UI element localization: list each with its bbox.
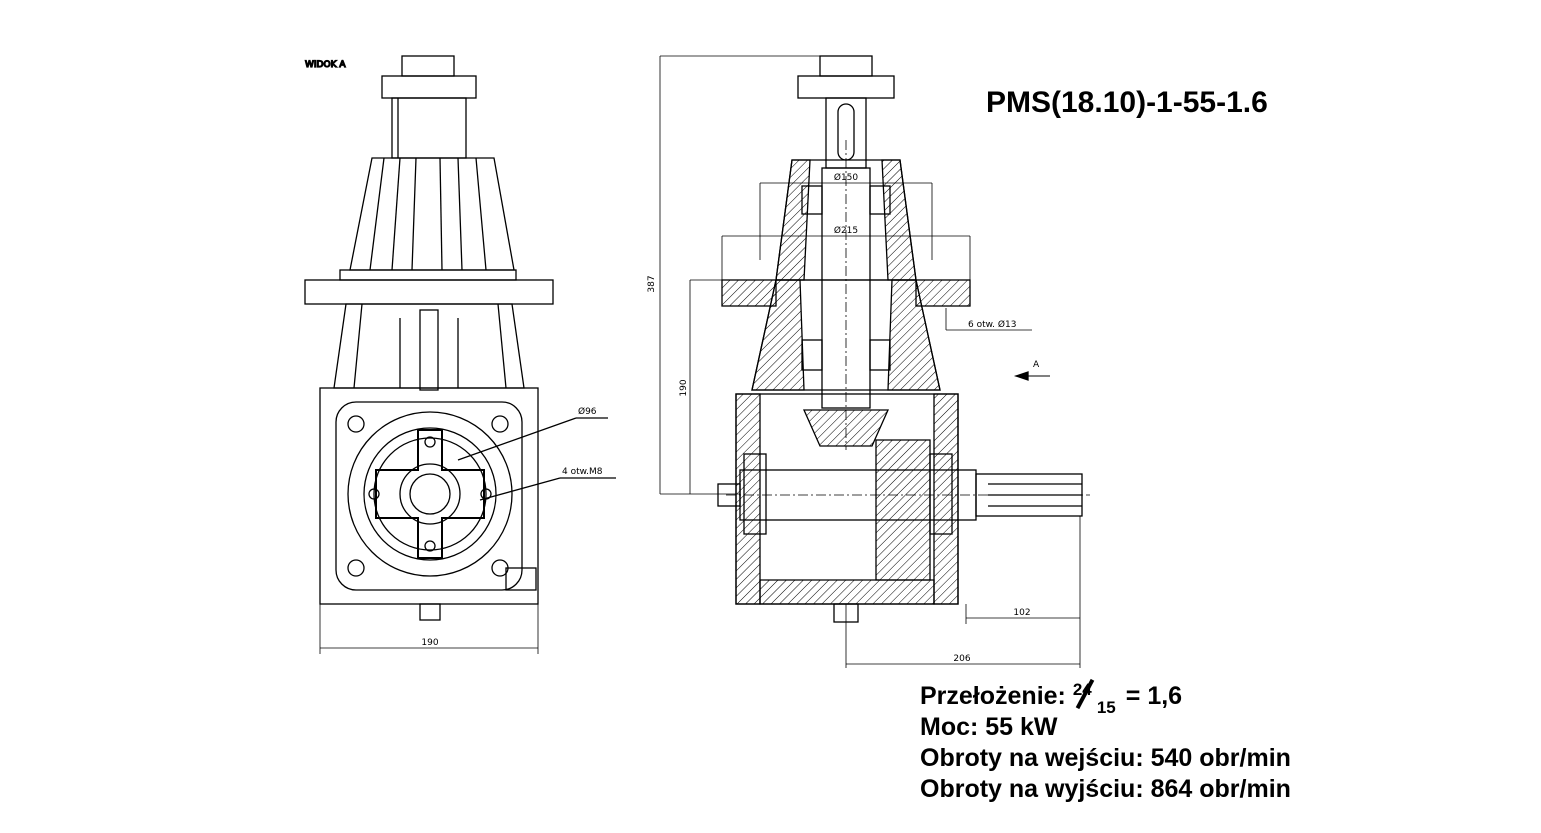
bore-dia-large-label: Ø215: [834, 225, 858, 236]
left-view: WIDOK A: [304, 55, 616, 654]
bore-dia-small-label: Ø150: [834, 172, 859, 183]
ratio-denominator: 15: [1096, 698, 1116, 717]
power-line: Moc: 55 kW: [920, 713, 1058, 741]
ratio-fraction: 24 15: [1073, 678, 1119, 717]
ratio-result: = 1,6: [1125, 682, 1183, 710]
bolt-holes-label: 4 otw.M8: [562, 467, 603, 477]
view-arrow-label: A: [1033, 360, 1040, 370]
specifications: Przełożenie: 24 15 = 1,6 Moc: 55 kW Obro…: [920, 678, 1291, 805]
input-speed-line: Obroty na wejściu: 540 obr/min: [920, 744, 1291, 772]
flange-holes-label: 6 otw. Ø13: [968, 319, 1016, 330]
left-width-dimension: 190: [421, 638, 438, 648]
ratio-line: Przełożenie: 24 15 = 1,6: [920, 678, 1291, 717]
output-speed-line: Obroty na wyjściu: 864 obr/min: [920, 775, 1291, 803]
output-stub-dimension: 102: [1013, 608, 1030, 618]
flange-diameter-label: Ø96: [578, 406, 597, 417]
model-title: PMS(18.10)-1-55-1.6: [986, 86, 1268, 119]
total-height-dimension: 387: [647, 275, 657, 292]
output-total-dimension: 206: [953, 654, 970, 664]
ratio-label: Przełożenie:: [920, 682, 1066, 710]
view-label: WIDOK A: [305, 60, 346, 70]
shaft-height-dimension: 190: [679, 379, 689, 396]
section-view: [659, 55, 1090, 668]
